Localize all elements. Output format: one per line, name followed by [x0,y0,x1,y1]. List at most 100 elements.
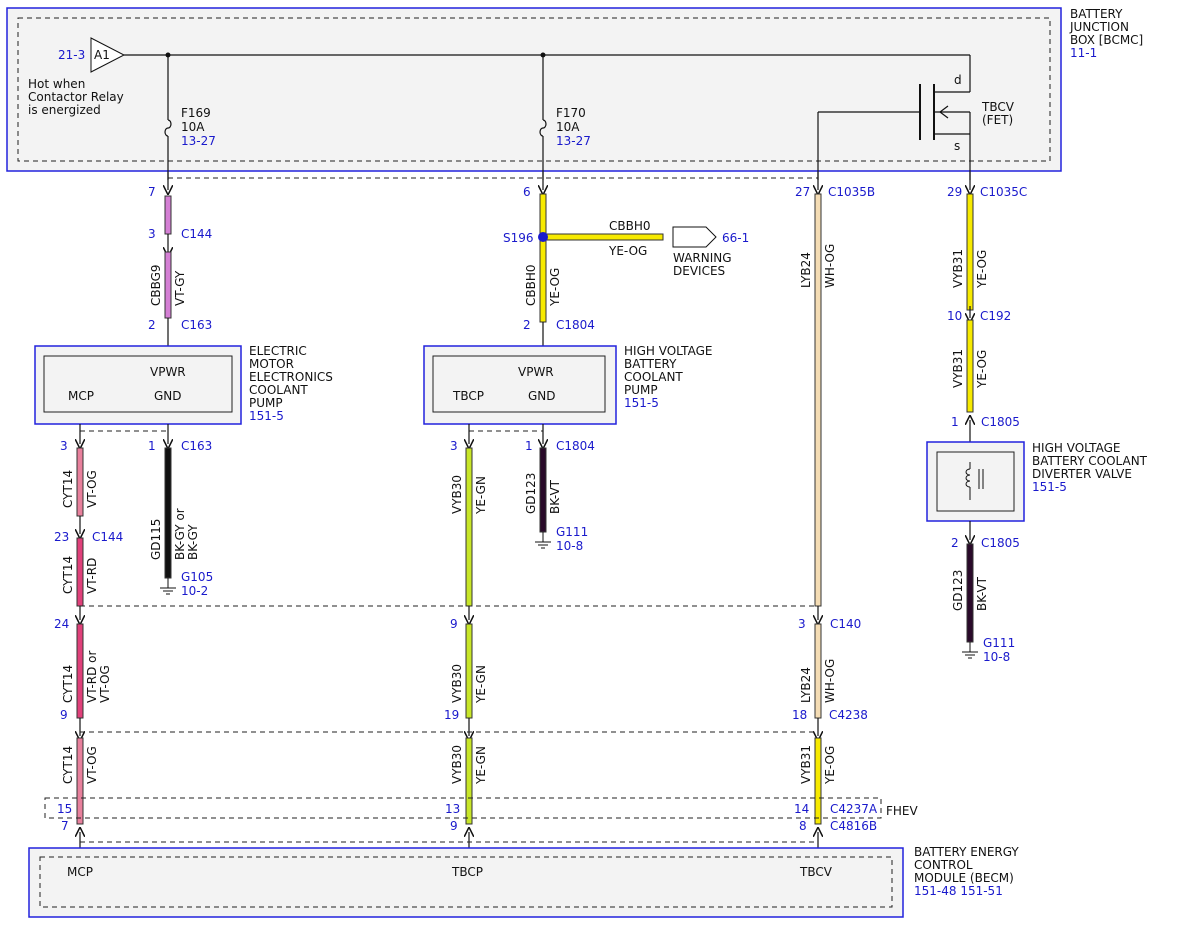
c2-branch-ref[interactable]: 66-1 [722,231,749,245]
becm-ref[interactable]: 151-48 151-51 [914,884,1003,898]
c1-mcp-pin: 3 [60,439,68,453]
wire-cbbh0[interactable] [539,193,547,323]
c3-c4816[interactable]: C4816B [830,819,877,833]
wire-cyt14-b[interactable] [76,537,84,607]
wire-vyb30-a[interactable] [465,447,473,607]
c4-module-ref[interactable]: 151-5 [1032,480,1067,494]
c2-c4237-pin: 13 [445,802,460,816]
c4-ground-ref[interactable]: 10-8 [983,650,1010,664]
fuse-f170-name: F170 [556,106,586,120]
c2-vpwr: VPWR [518,365,554,379]
wire-gd123-b[interactable] [966,543,974,643]
c1-module-ref[interactable]: 151-5 [249,409,284,423]
wire-lyb24-a[interactable] [814,193,822,607]
c1-seg3-color: VT-RD orVT-OG [85,650,112,703]
fuse-f170-ref[interactable]: 13-27 [556,134,591,148]
becm-mcp: MCP [67,865,93,879]
c1-c144-conn[interactable]: C144 [92,530,123,544]
warning-devices-connector-icon[interactable] [672,226,717,248]
wire-lyb24-b[interactable] [814,623,822,719]
c1-mcp-circuit: CYT14 [61,470,75,508]
fet-tbcv: d s TBCV(FET) [817,55,1015,180]
fuse-f169-name: F169 [181,106,211,120]
c2-seg3-circuit: VYB30 [450,664,464,703]
ground-g111-b-icon [962,642,978,659]
c2-ground[interactable]: G111 [556,525,588,539]
c3-c4238[interactable]: C4238 [829,708,868,722]
c3-color: WH-OG [823,244,837,288]
wire-vyb31-c3[interactable] [814,737,822,825]
c1-pin-c144: 3 [148,227,156,241]
c1-gnd-color: BK-GY orBK-GY [173,508,200,560]
c3-circuit: LYB24 [799,252,813,288]
c1-gnd-conn[interactable]: C163 [181,439,212,453]
c1-c4816-pin: 7 [61,819,69,833]
wire-vyb31-a[interactable] [966,193,974,311]
c2-seg3-color: YE-GN [474,665,488,704]
c1-vpwr: VPWR [150,365,186,379]
c4-gnd-conn[interactable]: C1805 [981,536,1020,550]
fhev-dashed-box [44,797,882,819]
c1-conn-c163[interactable]: C163 [181,318,212,332]
c2-branch-color: YE-OG [608,244,647,258]
c1-seg4-color: VT-OG [85,746,99,784]
wire-cbbg9[interactable] [164,195,172,235]
c4-conn-top[interactable]: C1035C [980,185,1027,199]
c2-conn-c1804[interactable]: C1804 [556,318,595,332]
wire-cyt14-c[interactable] [76,623,84,719]
c3-c140[interactable]: C140 [830,617,861,631]
input-ref[interactable]: 21-3 [58,48,85,62]
c2-ground-ref[interactable]: 10-8 [556,539,583,553]
wire-gd123-a[interactable] [539,447,547,533]
c2-pin-top: 6 [523,185,531,199]
splice-s196[interactable] [538,232,548,242]
c3-c4237[interactable]: C4237A [830,802,878,816]
c3-conn-top[interactable]: C1035B [828,185,875,199]
c4-circuit: VYB31 [951,249,965,288]
c4-seg2-color: YE-OG [975,350,989,389]
c4-c1805[interactable]: C1805 [981,415,1020,429]
c1-ground-ref[interactable]: 10-2 [181,584,208,598]
wire-cyt14-a[interactable] [76,447,84,517]
wire-cbbh0-branch[interactable] [542,233,664,241]
c4-c192[interactable]: C192 [980,309,1011,323]
wire-cyt14-d[interactable] [76,737,84,825]
c1-c4237-pin: 15 [57,802,72,816]
c2-gnd: GND [528,389,556,403]
c4-gnd-color: BK-VT [975,576,989,611]
c1-c4238-pin: 9 [60,708,68,722]
c1-ground[interactable]: G105 [181,570,213,584]
c1-seg2-circuit: CYT14 [61,556,75,594]
c2-gnd-conn[interactable]: C1804 [556,439,595,453]
fuse-f169-ref[interactable]: 13-27 [181,134,216,148]
c3-c4816-pin: 8 [799,819,807,833]
c2-tbcp-color: YE-GN [474,476,488,515]
c4-gnd-circuit: GD123 [951,570,965,611]
c4-ground[interactable]: G111 [983,636,1015,650]
c2-pin-c1804: 2 [523,318,531,332]
fet-name: TBCV(FET) [981,100,1015,127]
wire-vyb31-b[interactable] [966,319,974,413]
c1-conn-c144[interactable]: C144 [181,227,212,241]
c2-tbcp-circuit: VYB30 [450,475,464,514]
c1-seg4-circuit: CYT14 [61,746,75,784]
ground-g111-icon [535,532,551,549]
c3-seg2-circuit: LYB24 [799,667,813,703]
c2-module-ref[interactable]: 151-5 [624,396,659,410]
c4-c192-pin: 10 [947,309,962,323]
input-triangle-icon [90,37,126,73]
wire-vyb30-c[interactable] [465,737,473,825]
c1-pin-top: 7 [148,185,156,199]
c1-seg3-circuit: CYT14 [61,665,75,703]
wire-gd115[interactable] [164,447,172,579]
wire-vyb30-b[interactable] [465,623,473,719]
c3-seg3-circuit: VYB31 [799,745,813,784]
